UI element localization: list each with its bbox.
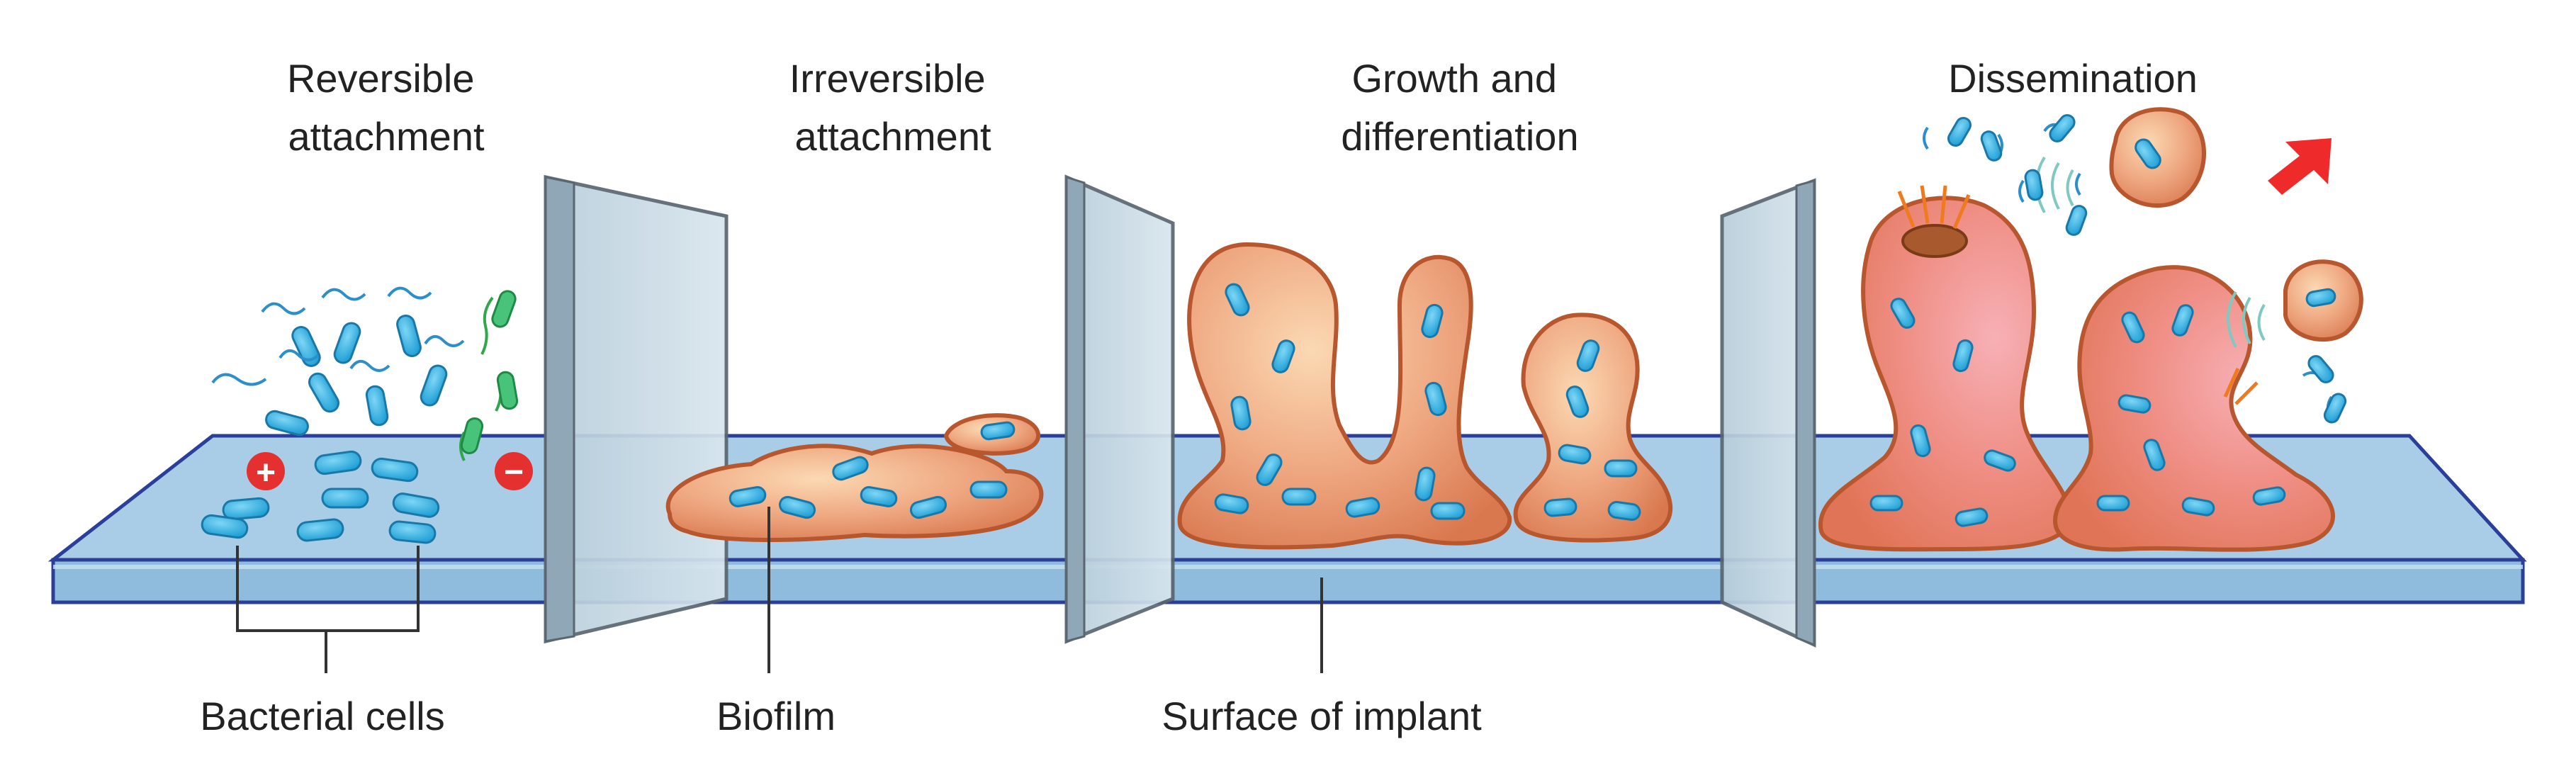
stage-title-reversible: Reversible attachment	[287, 56, 485, 159]
free-bacterium	[279, 349, 339, 413]
stage-title-dissemination: Dissemination	[1948, 56, 2198, 101]
divider-pane-3	[1720, 178, 1816, 648]
svg-text:+: +	[256, 454, 276, 492]
free-bacterium-green	[459, 417, 484, 461]
stage-2-irreversible-attachment	[665, 413, 1044, 542]
stage-3-growth-differentiation	[1177, 242, 1673, 550]
attached-bacterium	[371, 457, 419, 483]
stage-title-irreversible: Irreversible attachment	[789, 56, 997, 159]
divider-pane-1	[544, 174, 729, 644]
attached-bacterium	[201, 514, 249, 539]
free-bacterium	[387, 286, 432, 357]
green-bacteria-group	[459, 290, 519, 461]
callout-lines	[236, 507, 1323, 673]
free-bacteria-group	[211, 286, 465, 436]
stage-title-growth: Growth and differentiation	[1341, 56, 1578, 159]
label-surface-of-implant: Surface of implant	[1162, 694, 1482, 738]
biofilm-mat	[665, 444, 1044, 542]
label-bacterial-cells: Bacterial cells	[200, 694, 444, 738]
divider-pane-2	[1064, 174, 1175, 644]
signal-rays-icon	[1897, 185, 2259, 405]
embedded-bacteria-group	[729, 421, 1016, 519]
dispersing-bacteria-group	[1869, 114, 2347, 527]
free-bacterium	[211, 373, 309, 436]
label-biofilm: Biofilm	[716, 694, 836, 738]
tower-bacteria-group	[1214, 283, 1641, 522]
free-bacterium-green	[480, 290, 517, 355]
attached-bacterium	[388, 520, 437, 544]
opening-crater	[1901, 224, 1968, 258]
negative-charge-icon: −	[495, 452, 533, 491]
free-bacterium	[420, 335, 465, 407]
attached-bacterium	[392, 492, 440, 518]
biofilm-tower-right	[1513, 312, 1673, 543]
dispersal-arrow-icon	[2268, 138, 2332, 195]
svg-text:−: −	[504, 454, 524, 491]
free-bacterium	[261, 302, 321, 367]
stage-4-dissemination	[1818, 107, 2363, 552]
positive-charge-icon: +	[247, 452, 285, 492]
attached-bacterium	[222, 497, 270, 521]
free-bacterium-green	[495, 371, 519, 412]
bacterial-cells-bracket	[236, 546, 420, 673]
detached-cluster-2	[2283, 259, 2363, 342]
dissemination-tower-right	[2052, 265, 2335, 552]
attached-bacteria-group	[201, 450, 440, 544]
free-bacterium	[321, 288, 366, 364]
detached-cluster-1	[2109, 107, 2206, 208]
attached-bacterium	[321, 488, 369, 509]
free-bacterium	[349, 360, 390, 427]
attached-bacterium	[314, 450, 362, 475]
stage-1-reversible-attachment: + −	[201, 286, 533, 544]
attached-bacterium	[296, 518, 344, 542]
